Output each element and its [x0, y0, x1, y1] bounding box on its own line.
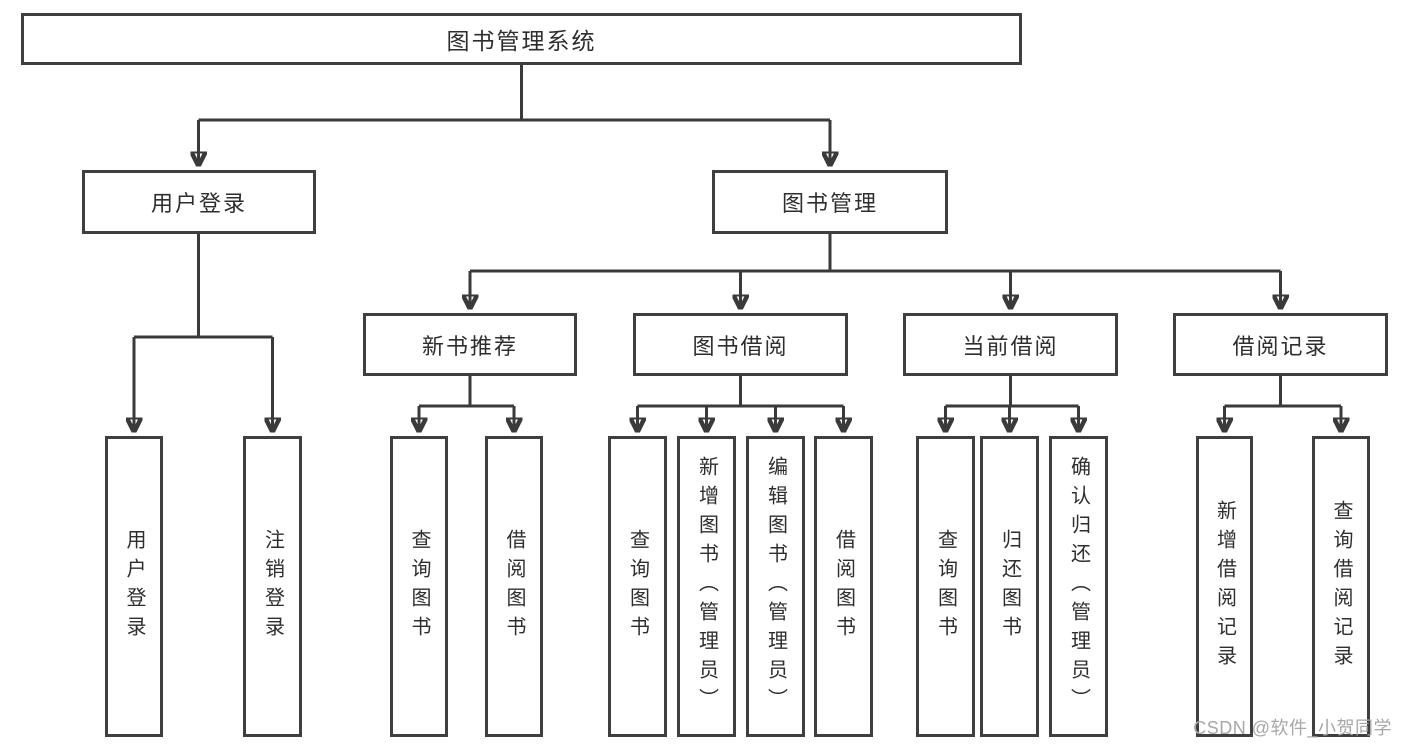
leaf-user-login: 用户登录	[105, 436, 163, 737]
leaf-recommend-borrow-books: 借阅图书	[485, 436, 543, 737]
connector-current-borrow-stem	[945, 376, 1079, 408]
node-book-management: 图书管理	[712, 170, 948, 234]
node-new-book-recommend: 新书推荐	[363, 313, 577, 376]
connector-book-borrow-stem	[637, 376, 844, 408]
node-book-borrowing: 图书借阅	[633, 313, 848, 376]
leaf-borrowing-add-books-admin: 新增图书（管理员）	[677, 436, 736, 737]
leaf-current-confirm-return-admin: 确认归还（管理员）	[1049, 436, 1108, 737]
node-user-login: 用户登录	[82, 170, 316, 234]
leaf-recommend-query-books: 查询图书	[390, 436, 448, 737]
node-borrowing-records: 借阅记录	[1173, 313, 1388, 376]
connector-borrow-records-stem	[1224, 376, 1341, 408]
connector-user-login-stem	[134, 234, 273, 339]
leaf-current-query-books: 查询图书	[916, 436, 975, 737]
leaf-borrowing-borrow-books: 借阅图书	[814, 436, 873, 737]
connector-root-stem	[198, 65, 830, 122]
node-current-borrowing: 当前借阅	[903, 313, 1118, 376]
csdn-watermark: CSDN @软件_小贺同学	[1193, 718, 1392, 738]
leaf-current-return-books: 归还图书	[980, 436, 1039, 737]
leaf-borrowing-query-books: 查询图书	[608, 436, 667, 737]
leaf-borrowing-edit-books-admin: 编辑图书（管理员）	[746, 436, 805, 737]
connector-new-book-stem	[419, 376, 514, 408]
leaf-records-add-record: 新增借阅记录	[1196, 436, 1253, 737]
connector-book-management-stem	[470, 234, 1281, 273]
node-library-management-system: 图书管理系统	[21, 13, 1022, 65]
leaf-records-query-record: 查询借阅记录	[1312, 436, 1370, 737]
leaf-logout: 注销登录	[243, 436, 302, 737]
